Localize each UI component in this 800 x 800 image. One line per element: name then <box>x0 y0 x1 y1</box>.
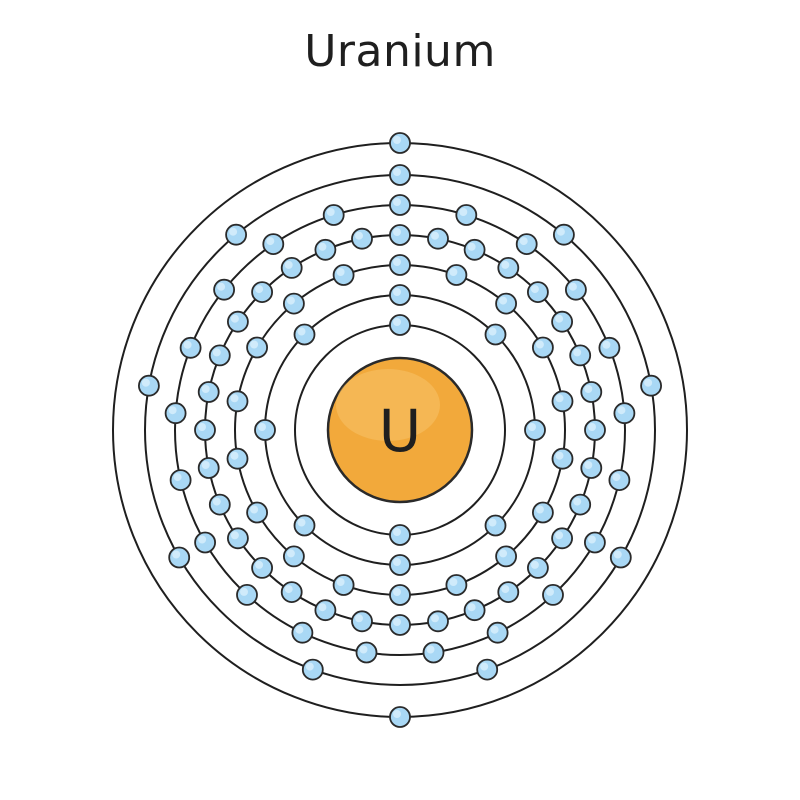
electron <box>584 531 606 554</box>
electron <box>282 545 305 568</box>
electron <box>322 204 345 226</box>
electron <box>314 238 337 261</box>
electron-layer <box>137 132 662 728</box>
electron <box>225 223 248 246</box>
electron <box>164 402 187 425</box>
electron <box>197 457 220 479</box>
electron <box>213 278 236 301</box>
electron <box>301 658 324 681</box>
electron <box>389 524 411 546</box>
electron <box>169 469 192 492</box>
electron <box>580 381 603 403</box>
electron <box>280 256 303 279</box>
electron <box>551 390 574 413</box>
electron <box>445 574 468 596</box>
electron <box>389 164 411 186</box>
electron <box>226 390 249 413</box>
electron <box>609 546 632 569</box>
electron <box>495 545 518 568</box>
electron <box>551 447 574 470</box>
electron <box>569 344 592 367</box>
electron <box>254 419 276 441</box>
electron <box>262 233 285 256</box>
electron <box>246 336 269 359</box>
electron <box>226 447 249 470</box>
electron <box>497 256 520 279</box>
electron <box>332 264 355 286</box>
electron <box>194 531 217 554</box>
electron <box>389 314 411 336</box>
electron <box>137 374 160 397</box>
nucleus-shine <box>336 369 440 441</box>
electron <box>208 344 231 367</box>
electron <box>515 233 538 256</box>
nucleus-symbol: U <box>379 397 421 465</box>
electron <box>168 546 191 569</box>
electron <box>389 284 411 306</box>
electron <box>246 501 269 524</box>
electron <box>580 457 603 479</box>
electron <box>527 281 549 304</box>
electron <box>532 336 554 359</box>
electron <box>484 514 507 537</box>
electron <box>355 641 378 664</box>
electron <box>455 204 478 226</box>
electron <box>389 614 411 636</box>
electron <box>251 281 274 304</box>
electron <box>553 223 575 246</box>
electron <box>463 599 486 622</box>
electron <box>640 374 662 397</box>
electron <box>282 292 305 315</box>
electron <box>613 402 636 425</box>
electron <box>293 323 316 346</box>
electron <box>389 194 411 216</box>
electron <box>179 336 202 359</box>
electron <box>389 254 411 276</box>
electron <box>551 527 573 550</box>
electron <box>226 527 249 550</box>
electron <box>484 323 507 346</box>
electron <box>389 224 411 246</box>
electron <box>194 419 216 441</box>
electron <box>291 621 314 644</box>
electron <box>569 493 592 516</box>
electron <box>293 514 316 537</box>
electron <box>427 610 449 633</box>
electron <box>551 310 573 333</box>
electron <box>584 419 606 441</box>
electron <box>251 557 274 579</box>
electron <box>463 238 486 261</box>
electron <box>608 469 631 492</box>
electron <box>389 706 411 728</box>
electron <box>427 227 449 250</box>
electron <box>527 557 549 579</box>
electron <box>542 584 564 606</box>
electron <box>332 574 355 596</box>
electron <box>351 610 373 633</box>
electron <box>486 621 509 644</box>
electron <box>351 227 373 250</box>
diagram-title: Uranium <box>304 26 496 77</box>
electron <box>280 581 303 603</box>
electron <box>524 419 546 441</box>
electron <box>389 584 411 606</box>
nucleus: U <box>326 356 474 504</box>
electron <box>208 493 231 516</box>
electron <box>226 310 249 333</box>
electron <box>197 381 220 403</box>
electron <box>389 132 411 154</box>
electron <box>422 641 445 664</box>
electron <box>389 554 411 576</box>
electron <box>565 278 587 301</box>
electron <box>532 501 554 524</box>
electron <box>445 264 468 286</box>
electron <box>314 599 337 622</box>
electron <box>495 292 518 315</box>
electron <box>497 581 520 603</box>
electron <box>476 658 499 681</box>
electron <box>236 584 258 606</box>
electron <box>598 336 621 359</box>
